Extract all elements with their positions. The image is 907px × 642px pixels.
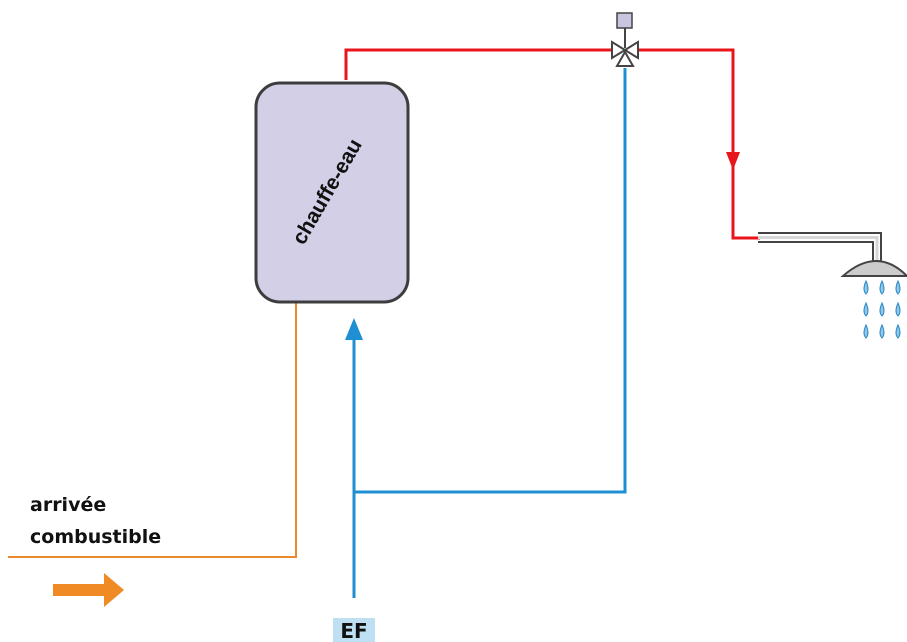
water-drop-icon [895,279,901,295]
cold-water-badge [333,618,375,642]
cold-water-bypass-line [354,68,627,494]
fuel-supply-line [8,303,297,558]
water-heater-tank [254,81,410,304]
fuel-label-line1: arrivée [30,494,106,516]
water-drop-icon [863,301,869,317]
fuel-label-line2: combustible [30,526,161,548]
shower-head-icon [758,232,907,277]
water-drop-icon [863,279,869,295]
three-way-valve-icon [611,12,639,67]
fuel-flow-arrow-icon [53,573,124,607]
water-drop-icon [863,323,869,339]
water-drop-icon [879,323,885,339]
hot-water-line [344,48,760,240]
water-drop-icon [895,301,901,317]
water-drops [863,279,901,339]
hot-water-flow-arrow-icon [726,152,740,170]
water-drop-icon [879,301,885,317]
water-drop-icon [895,323,901,339]
cold-water-label: EF [340,619,367,642]
valve-actuator [616,12,633,29]
water-drop-icon [879,279,885,295]
cold-water-flow-arrow-icon [345,318,363,340]
